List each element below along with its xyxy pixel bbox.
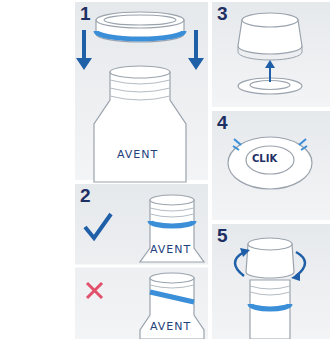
cross-mark (87, 283, 102, 298)
blue-band (150, 292, 194, 302)
cap-top (242, 13, 298, 27)
bottle-mouth (150, 195, 194, 205)
arrow-head (265, 60, 275, 68)
bottle (140, 200, 204, 262)
arrow (269, 66, 271, 82)
step-number: 2 (80, 185, 91, 207)
blue-band (150, 221, 194, 226)
cap-top (248, 238, 292, 250)
brand-logo: AVENT (150, 320, 191, 333)
step-number: 5 (217, 225, 228, 247)
cap-top (246, 146, 294, 174)
bottle (94, 72, 186, 182)
cross-mark (87, 283, 102, 298)
thread (150, 285, 194, 288)
arrow-head (240, 248, 250, 257)
cap (228, 137, 312, 189)
arrow-head (76, 58, 92, 70)
bottle (250, 280, 290, 339)
check-mark (85, 214, 111, 238)
brand-logo: AVENT (117, 148, 158, 161)
ring-inner (104, 15, 176, 25)
rotation-arrow (296, 252, 305, 276)
step-number: 3 (217, 3, 228, 25)
thread (110, 80, 170, 100)
thread (250, 286, 290, 295)
arrow-head (291, 272, 300, 281)
separator (75, 265, 208, 268)
cap-rim (238, 46, 302, 60)
step-number: 4 (217, 112, 228, 134)
arrow-head (188, 58, 204, 70)
blue-band (250, 304, 290, 309)
arrow (82, 30, 86, 60)
step-number: 1 (80, 3, 91, 25)
thread (150, 208, 194, 217)
arrow (194, 30, 198, 60)
bottle-mouth (150, 273, 194, 283)
bottle-mouth (110, 66, 170, 78)
click-mark (233, 139, 307, 150)
brand-logo: AVENT (150, 243, 191, 256)
blue-band (96, 31, 184, 39)
cap-text: CLIK (252, 153, 277, 164)
ring-top (96, 12, 184, 28)
bottle (140, 278, 204, 339)
